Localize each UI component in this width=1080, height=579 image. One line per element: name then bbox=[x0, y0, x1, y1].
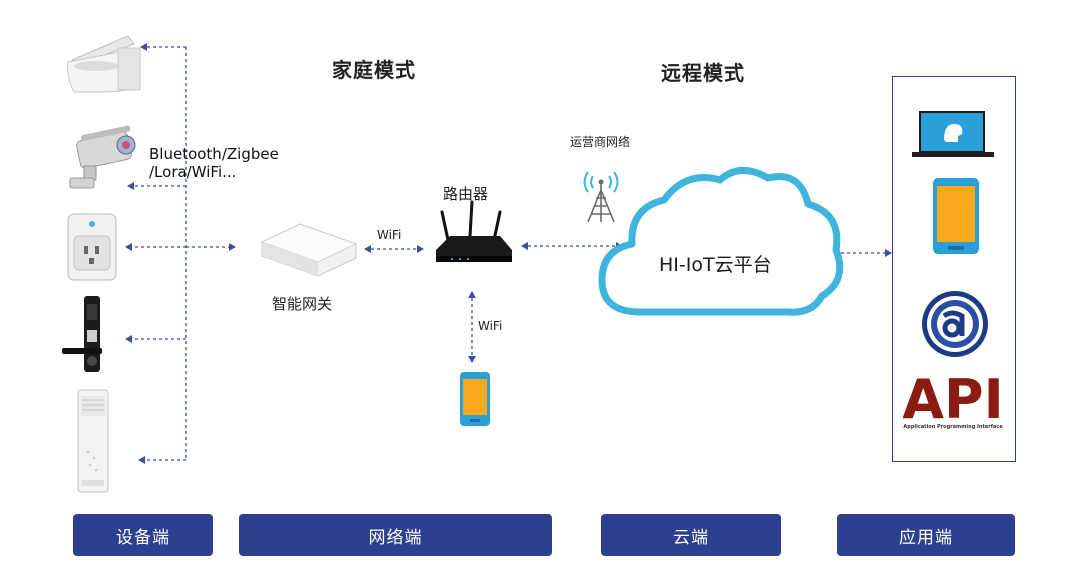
wireless-protocols-label: Bluetooth/Zigbee /Lora/WiFi... bbox=[149, 145, 279, 181]
api-logo-subtitle: Application Programming Interface bbox=[903, 424, 1003, 430]
cloud-icon bbox=[598, 167, 844, 316]
wifi-gateway-router-label: WiFi bbox=[377, 228, 402, 242]
smart-plug-icon bbox=[67, 213, 117, 281]
phone-local-icon bbox=[460, 372, 490, 426]
footer-device-tier: 设备端 bbox=[73, 514, 213, 556]
smart-lock-icon bbox=[62, 296, 102, 372]
security-camera-icon bbox=[69, 125, 136, 189]
application-panel bbox=[892, 76, 1016, 462]
footer-cloud-tier: 云端 bbox=[601, 514, 781, 556]
api-logo: API bbox=[902, 368, 1003, 431]
laptop-icon bbox=[912, 111, 994, 157]
router-label: 路由器 bbox=[443, 185, 489, 203]
air-conditioner-icon bbox=[77, 389, 109, 493]
home-mode-title: 家庭模式 bbox=[332, 58, 416, 82]
remote-mode-title: 远程模式 bbox=[661, 61, 745, 85]
footer-app-tier: 应用端 bbox=[837, 514, 1015, 556]
device-bus bbox=[125, 43, 236, 464]
phone-app-icon bbox=[933, 178, 979, 254]
smart-toilet-icon bbox=[67, 35, 141, 93]
cloud-platform-label: HI-IoT云平台 bbox=[659, 254, 772, 276]
smart-gateway-icon bbox=[260, 223, 358, 277]
a-logo-icon bbox=[922, 291, 988, 357]
footer-network-tier: 网络端 bbox=[239, 514, 552, 556]
gateway-label: 智能网关 bbox=[272, 295, 333, 313]
wifi-router-phone-label: WiFi bbox=[478, 319, 503, 333]
router-icon bbox=[436, 200, 512, 262]
cell-tower-icon bbox=[583, 171, 619, 223]
operator-network-label: 运营商网络 bbox=[570, 135, 631, 149]
